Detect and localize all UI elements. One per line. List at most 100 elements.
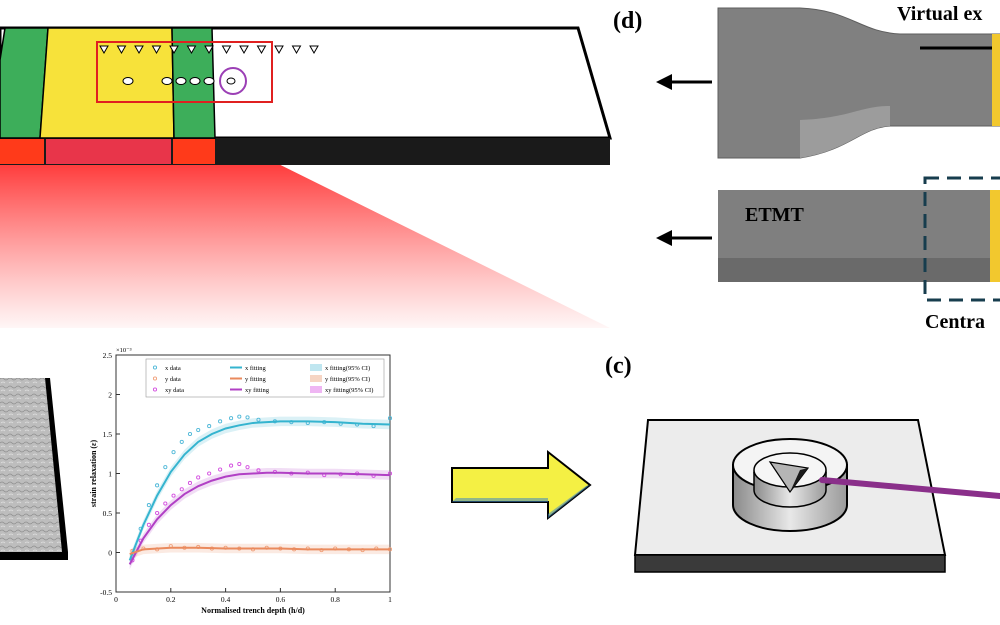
trench-oval [189,77,201,85]
trench-oval [203,77,215,85]
trench-oval [175,77,187,85]
data-point [163,501,168,506]
ring-core-pillar [732,438,848,532]
indent-marker [221,45,232,55]
x-tick-label: 1 [388,595,392,604]
inspection-region-box [96,41,273,103]
data-point [218,467,223,472]
data-point [163,465,168,470]
fitting-line [128,471,391,565]
front-red-segment-3 [173,139,215,164]
front-red-segment-2 [46,139,171,164]
x-tick-label: 0.2 [166,595,176,604]
specimen-strip-diagram [0,26,612,328]
data-point [179,439,184,444]
front-red-segment-1 [0,139,44,164]
etmt-label: ETMT [745,204,805,226]
data-point [245,415,250,420]
legend-entry: x fitting [245,365,267,372]
data-point [171,493,176,498]
indent-marker [256,45,267,55]
data-point [187,480,193,486]
x-tick-label: 0.8 [331,595,341,604]
y-tick-label: 2 [108,391,112,400]
data-point [179,487,184,492]
data-point [237,414,242,419]
trench-oval [122,77,134,85]
panel-d-label: (d) [613,8,642,34]
legend-entry: y data [165,376,181,383]
legend-entry: xy fitting [245,387,270,394]
legend-marker [310,375,322,382]
x-tick-label: 0.4 [221,595,231,604]
legend-marker [152,387,158,392]
indent-marker [239,45,249,55]
indent-marker [274,45,284,55]
legend-entry: x fitting(95% CI) [325,365,370,372]
trench-oval [161,77,173,85]
highlight-circle [219,67,247,95]
data-point [155,510,160,516]
y-tick-label: 0 [108,549,112,558]
indent-marker [151,45,162,55]
virtual-extensometer-label: Virtual ex [897,3,982,25]
central-region-box [923,176,1000,302]
sample-plate-front [634,554,946,573]
y-tick-label: 2.5 [103,351,113,360]
legend-marker [152,376,158,381]
data-point [146,503,151,508]
heat-zone-yellow [39,27,175,139]
y-tick-label: 1.5 [103,430,113,439]
data-point [207,471,212,476]
data-point [196,427,201,433]
etmt-specimen [718,176,1000,302]
indent-marker [291,45,302,55]
panel-d: (d) Virtual ex ETMT Centra [613,3,1000,333]
indent-marker [309,45,319,55]
data-point [387,416,393,421]
fitting-line [129,546,390,556]
central-region-label: Centra [925,311,985,333]
data-point [229,416,234,421]
y-tick-label: 1 [108,470,112,479]
x-axis-label: Normalised trench depth (h/d) [201,606,305,615]
arrow-left-icon [656,230,712,246]
data-point [256,468,261,473]
legend-marker [310,364,322,371]
y-tick-label: 0.5 [103,509,113,518]
x-tick-label: 0.6 [276,595,286,604]
data-point [218,419,223,424]
arrow-left-icon [656,74,712,90]
legend-entry: y fitting(95% CI) [325,376,370,383]
data-point [256,417,261,422]
data-point [387,471,393,476]
data-point [146,522,151,527]
legend-box [145,358,385,398]
data-point [229,463,234,468]
data-point [155,483,160,488]
panel-c-label: (c) [605,353,632,379]
panel-c: (c) [605,353,1000,573]
data-point [237,461,242,467]
highlight-oval [226,77,236,85]
dogbone-specimen [717,7,1000,159]
legend-entry: xy fitting(95% CI) [325,387,373,394]
probe-beam [819,477,1000,499]
fitting-line [128,420,391,561]
y-tick-label: -0.5 [100,588,112,597]
indent-marker [186,45,197,55]
legend-marker [310,386,322,393]
data-point [207,424,212,429]
legend-entry: x data [165,365,181,372]
y-axis-label: strain relaxation (ε) [89,440,98,508]
legend-entry: xy data [165,387,184,394]
indent-marker [99,45,109,55]
heat-zone-green-left [0,27,49,139]
indent-marker [134,45,144,55]
microstructure-block [0,378,68,560]
process-arrow-icon [451,449,592,521]
chart-legend: x data x fitting x fitting(95% CI) y data y … [145,358,385,398]
data-point [245,465,250,470]
